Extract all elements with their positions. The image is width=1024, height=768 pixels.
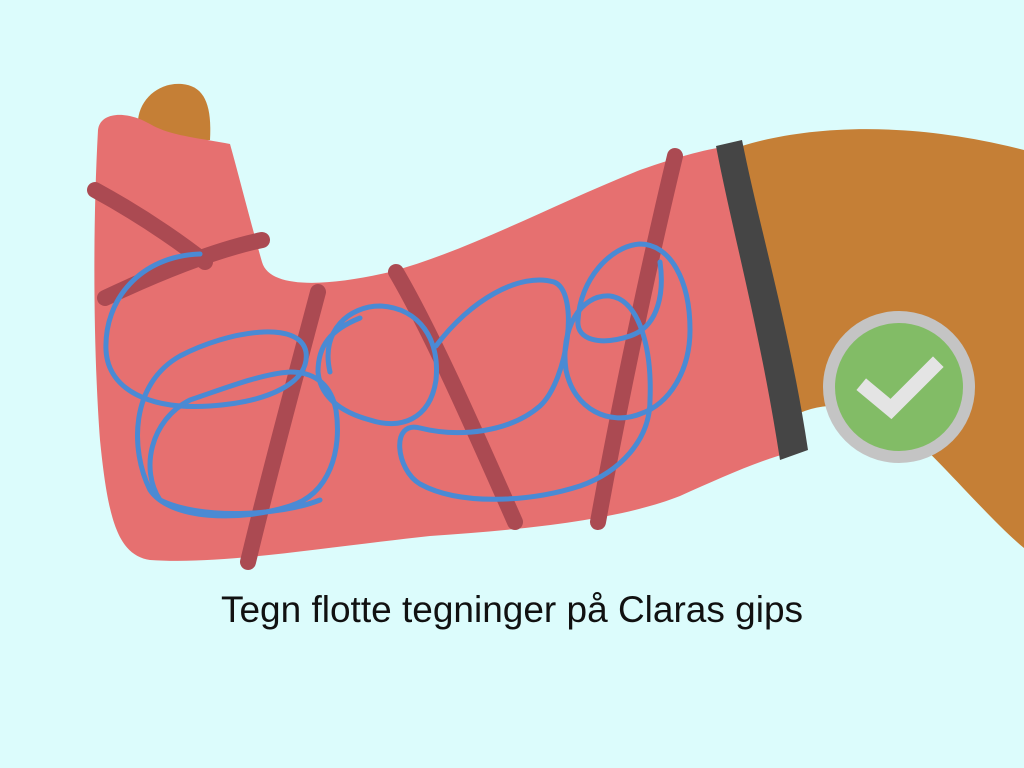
drawing-strokes xyxy=(103,241,693,519)
done-button-fill xyxy=(835,323,963,451)
drawing-stroke xyxy=(397,277,653,502)
cast-stripe xyxy=(240,284,326,570)
drawing-stroke xyxy=(562,241,693,421)
cast-stripe xyxy=(388,264,523,530)
done-button[interactable] xyxy=(821,309,977,465)
checkmark-icon xyxy=(823,311,975,463)
checkmark xyxy=(856,356,944,420)
drawing-stroke xyxy=(315,303,439,427)
drawing-stroke xyxy=(147,369,323,517)
drawing-stroke xyxy=(103,251,340,519)
cast-rim xyxy=(716,140,808,460)
